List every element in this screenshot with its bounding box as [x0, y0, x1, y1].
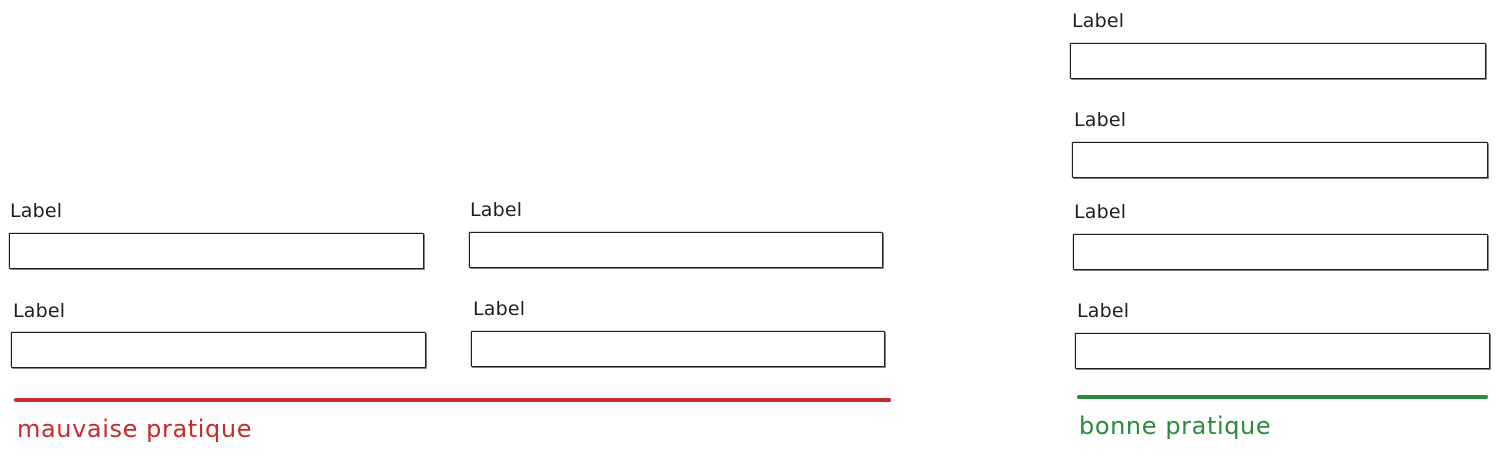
bad-practice-caption: mauvaise pratique: [17, 415, 253, 443]
text-input[interactable]: [1073, 234, 1488, 270]
field-label: Label: [1074, 201, 1127, 223]
field-label: Label: [13, 300, 66, 322]
text-input[interactable]: [11, 332, 426, 368]
text-input[interactable]: [1075, 333, 1490, 369]
text-input[interactable]: [469, 232, 883, 268]
field-label: Label: [473, 298, 526, 320]
good-practice-underline: [1077, 395, 1488, 399]
text-input[interactable]: [1072, 142, 1488, 178]
field-label: Label: [10, 200, 63, 222]
text-input[interactable]: [1070, 43, 1486, 79]
text-input[interactable]: [9, 233, 424, 269]
good-practice-caption: bonne pratique: [1079, 412, 1272, 440]
field-label: Label: [1074, 109, 1127, 131]
field-label: Label: [470, 199, 523, 221]
bad-practice-underline: [14, 398, 891, 402]
text-input[interactable]: [471, 331, 885, 367]
field-label: Label: [1077, 300, 1130, 322]
field-label: Label: [1072, 10, 1125, 32]
